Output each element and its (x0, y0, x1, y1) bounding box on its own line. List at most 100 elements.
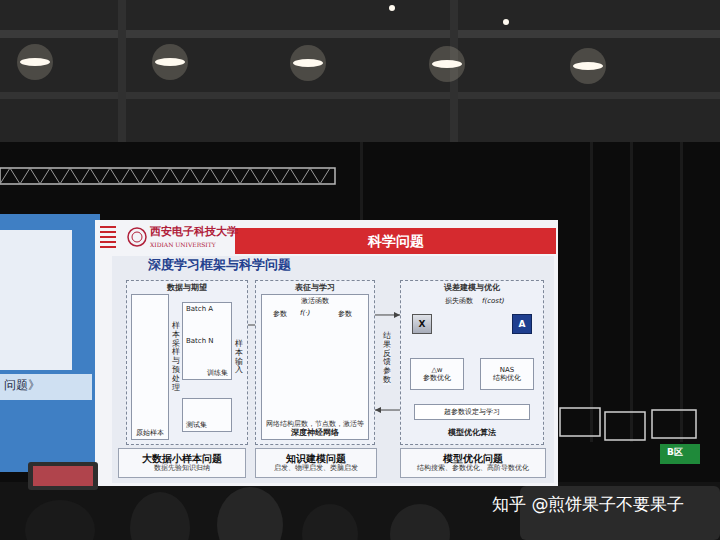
node-text: 结构搜索、参数优化、高阶导数优化 (417, 464, 529, 472)
slide-subtitle: 深度学习框架与科学问题 (148, 258, 291, 273)
main-screen (128, 228, 146, 246)
edge-label: 样本采样与预处理 (172, 322, 180, 392)
main-screen (235, 228, 556, 254)
main-screen (100, 236, 116, 238)
node-heading: 数据与期望 (167, 283, 207, 292)
university-logo-text: XIDIAN UNIVERSITY (150, 242, 216, 249)
university-logo-text: 西安电子科技大学 (150, 226, 238, 239)
side-screen-text: 问题》 (4, 379, 40, 393)
edge-label: 结果反馈参数 (383, 332, 391, 385)
target-box: A (512, 314, 532, 334)
node-text: 启发、物理启发、类脑启发 (274, 464, 358, 472)
stage-background (0, 30, 720, 38)
ceiling-light (429, 46, 465, 82)
node-text: 结构优化 (493, 374, 521, 382)
side-screen (0, 214, 100, 472)
ceiling-light (17, 44, 53, 80)
ceiling-light (290, 45, 326, 81)
stage-panel: 表征与学习激活函数网络结构层数，节点数，激活等深度神经网络 (255, 280, 375, 445)
main-screen (132, 232, 142, 242)
stage-background (0, 92, 720, 99)
node-heading: 误差建模与优化 (444, 283, 500, 292)
prediction-box: X (412, 314, 432, 334)
watermark: 知乎 @煎饼果子不要果子 (492, 495, 684, 515)
audience (28, 462, 98, 490)
problem-box: 模型优化问题结构搜索、参数优化、高阶导数优化 (400, 448, 546, 478)
ceiling-light (152, 44, 188, 80)
connector (375, 410, 400, 411)
ceiling-light (389, 5, 395, 11)
curtain (680, 142, 683, 442)
gym-hoops (652, 410, 696, 438)
test-set-box: 测试集 (182, 398, 232, 432)
side-screen (0, 214, 100, 472)
truss (0, 168, 335, 184)
audience (217, 487, 283, 540)
ceiling-light (20, 58, 50, 66)
ceiling-light (573, 62, 603, 70)
slide-title: 科学问题 (235, 228, 556, 254)
training-set-box: Batch A Batch N 训练集 (182, 302, 232, 380)
node-heading: 知识建模问题 (286, 454, 346, 465)
node-text: 数据先验知识归纳 (154, 464, 210, 472)
ceiling-light (17, 5, 606, 84)
node-heading: A (519, 319, 526, 329)
node-heading: 测试集 (186, 421, 207, 429)
loss-label: 损失函数 (445, 297, 473, 305)
truss (0, 168, 330, 184)
main-screen (112, 256, 554, 483)
raw-sample-box: 原始样本 (131, 294, 169, 440)
stage-background (118, 0, 126, 142)
struct-opt-box: NAS结构优化 (480, 358, 534, 390)
node-text: 网络结构层数，节点数，激活等 (266, 420, 364, 428)
truss (0, 168, 335, 184)
node-heading: 激活函数 (301, 297, 329, 305)
curtain (590, 142, 593, 442)
ceiling-light (293, 59, 323, 67)
node-text: 深度神经网络 (291, 428, 339, 437)
node-heading: △w (431, 366, 442, 374)
ceiling-light (432, 60, 462, 68)
network-label: 参数 (338, 310, 352, 318)
node-heading: Batch A (186, 305, 213, 313)
audience (33, 466, 93, 486)
node-text: 训练集 (207, 369, 228, 377)
gym-hoops (660, 444, 700, 464)
edge-label: 样本输入 (235, 340, 243, 375)
network-label: f(·) (300, 309, 310, 317)
node-text: Batch N (186, 337, 214, 345)
node-heading: X (419, 319, 426, 329)
audience (130, 492, 190, 540)
main-screen (100, 241, 116, 243)
ceiling-light (503, 19, 509, 25)
main-screen (100, 246, 116, 248)
problem-box: 知识建模问题启发、物理启发、类脑启发 (255, 448, 377, 478)
gym-hoops (605, 412, 645, 440)
stage-background (0, 0, 720, 142)
audience (302, 504, 358, 540)
curtain (360, 142, 363, 220)
algorithm-label: 模型优化算法 (448, 428, 496, 437)
side-screen (0, 374, 92, 400)
problem-box: 大数据小样本问题数据先验知识归纳 (118, 448, 246, 478)
hyperparam-bar: 超参数设定与学习 (414, 404, 530, 420)
loss-label: f(cost) (482, 297, 504, 305)
connector (375, 314, 400, 315)
side-screen (0, 230, 72, 370)
node-heading: 原始样本 (136, 429, 164, 437)
node-heading: 超参数设定与学习 (444, 408, 500, 416)
curtain (630, 142, 633, 442)
gym-hoops (560, 408, 600, 436)
main-screen (100, 231, 116, 233)
audience (390, 504, 450, 540)
node-text: 参数优化 (423, 374, 451, 382)
ceiling-light (155, 58, 185, 66)
node-heading: NAS (500, 366, 514, 374)
node-heading: 模型优化问题 (443, 454, 503, 465)
network-label: 参数 (273, 310, 287, 318)
gym-hoops (560, 408, 700, 464)
ceiling-light (570, 48, 606, 84)
param-opt-box: △w参数优化 (410, 358, 464, 390)
